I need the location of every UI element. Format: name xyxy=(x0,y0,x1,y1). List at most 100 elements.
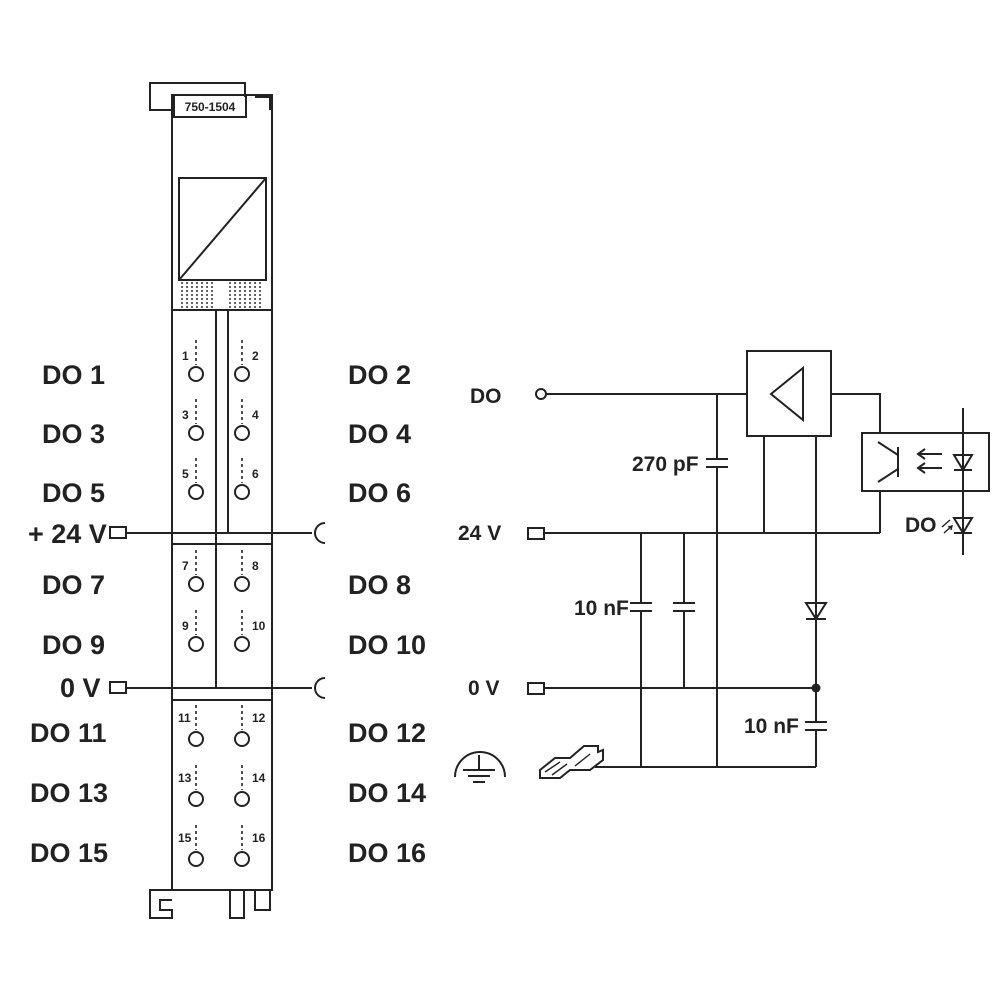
label-do13: DO 13 xyxy=(30,778,108,808)
svg-text:2: 2 xyxy=(252,349,259,363)
v0-jumper xyxy=(314,677,326,699)
svg-text:11: 11 xyxy=(178,711,191,725)
label-do16: DO 16 xyxy=(348,838,426,868)
svg-text:14: 14 xyxy=(252,771,266,785)
terminal-10[interactable]: 10 xyxy=(234,610,266,652)
cap-b-symbol xyxy=(673,602,695,612)
schematic: DO 24 V 0 V 270 pF 10 nF 10 nF DO xyxy=(454,350,990,783)
label-do11: DO 11 xyxy=(30,718,107,748)
label-do7: DO 7 xyxy=(42,570,105,600)
schematic-do-label: DO xyxy=(470,385,502,408)
label-do15: DO 15 xyxy=(30,838,108,868)
terminal-5[interactable]: 5 xyxy=(182,458,204,500)
converter-box xyxy=(178,177,267,281)
model-label: 750-1504 xyxy=(185,100,236,114)
din-rail-hatch xyxy=(544,753,591,776)
v24-terminal xyxy=(109,526,127,539)
left-labels: DO 1 DO 3 DO 5 + 24 V DO 7 DO 9 0 V DO 1… xyxy=(28,360,108,868)
cap-10nf-ground-label: 10 nF xyxy=(744,715,799,738)
schematic-0v-terminal xyxy=(527,682,545,695)
svg-text:10: 10 xyxy=(252,619,266,633)
cap-270pf-symbol xyxy=(706,458,728,468)
svg-text:15: 15 xyxy=(178,831,192,845)
terminal-2[interactable]: 2 xyxy=(234,340,259,382)
top-clip xyxy=(149,82,246,111)
top-clip-right xyxy=(255,96,271,110)
v0-terminal xyxy=(109,681,127,694)
schematic-24v-label: 24 V xyxy=(458,522,501,545)
protective-earth-icon xyxy=(454,751,506,783)
label-do2: DO 2 xyxy=(348,360,411,390)
svg-text:4: 4 xyxy=(252,408,259,422)
terminal-3[interactable]: 3 xyxy=(182,399,204,441)
label-do5: DO 5 xyxy=(42,478,105,508)
model-label-plate xyxy=(173,94,247,118)
converter-diagonal xyxy=(178,177,267,281)
schematic-24v-terminal xyxy=(527,527,545,540)
module-body: 750-1504 xyxy=(149,82,273,919)
svg-text:3: 3 xyxy=(182,408,189,422)
svg-text:5: 5 xyxy=(182,467,189,481)
terminals-left: 1 3 5 7 9 11 13 15 xyxy=(178,340,204,867)
cap-ground-symbol xyxy=(805,721,827,731)
svg-text:12: 12 xyxy=(252,711,266,725)
terminal-16[interactable]: 16 xyxy=(234,825,266,867)
right-labels: DO 2 DO 4 DO 6 DO 8 DO 10 DO 12 DO 14 DO… xyxy=(348,360,426,868)
led-light-rays-icon xyxy=(941,519,953,534)
comb-pins xyxy=(181,282,261,310)
driver-box xyxy=(746,350,832,437)
label-do1: DO 1 xyxy=(42,360,105,390)
terminal-14[interactable]: 14 xyxy=(234,765,266,807)
label-do6: DO 6 xyxy=(348,478,411,508)
label-do8: DO 8 xyxy=(348,570,411,600)
label-do12: DO 12 xyxy=(348,718,426,748)
terminal-12[interactable]: 12 xyxy=(234,705,266,747)
cap-10nf-supply-label: 10 nF xyxy=(574,597,629,620)
phototransistor-icon xyxy=(877,441,899,483)
terminal-6[interactable]: 6 xyxy=(234,458,259,500)
label-plus24v: + 24 V xyxy=(28,519,107,549)
label-0v: 0 V xyxy=(60,673,101,703)
terminal-15[interactable]: 15 xyxy=(178,825,204,867)
svg-text:6: 6 xyxy=(252,467,259,481)
din-rail-icon xyxy=(539,745,604,779)
label-do3: DO 3 xyxy=(42,419,105,449)
freewheel-diode-icon xyxy=(804,602,828,621)
terminal-7[interactable]: 7 xyxy=(182,550,204,592)
bottom-clip-left xyxy=(149,889,173,919)
light-arrows-icon xyxy=(916,448,942,474)
cap-270pf-label: 270 pF xyxy=(632,453,699,476)
cap-a-symbol xyxy=(630,602,652,612)
v24-jumper xyxy=(314,522,326,544)
led-diode-icon xyxy=(952,454,974,472)
supply-rails xyxy=(109,522,326,699)
do-input-node xyxy=(535,388,547,400)
terminal-1[interactable]: 1 xyxy=(182,340,204,382)
label-do14: DO 14 xyxy=(348,778,426,808)
terminal-13[interactable]: 13 xyxy=(178,765,204,807)
led-do-label: DO xyxy=(905,514,937,537)
terminal-11[interactable]: 11 xyxy=(178,705,204,747)
driver-opto-wire xyxy=(831,393,881,433)
schematic-0v-label: 0 V xyxy=(468,677,500,700)
terminal-9[interactable]: 9 xyxy=(182,610,204,652)
bottom-clip-right xyxy=(254,890,271,911)
bottom-clip-mid xyxy=(229,890,245,919)
terminal-4[interactable]: 4 xyxy=(234,399,259,441)
driver-triangle-icon xyxy=(769,365,804,423)
svg-text:9: 9 xyxy=(182,619,189,633)
opto-box xyxy=(861,432,990,492)
label-do10: DO 10 xyxy=(348,630,426,660)
terminal-8[interactable]: 8 xyxy=(234,550,259,592)
svg-text:1: 1 xyxy=(182,349,189,363)
svg-text:13: 13 xyxy=(178,771,192,785)
terminals-right: 2 4 6 8 10 12 14 16 xyxy=(234,340,266,867)
svg-text:8: 8 xyxy=(252,559,259,573)
svg-text:16: 16 xyxy=(252,831,266,845)
status-led-icon xyxy=(952,517,974,535)
svg-text:7: 7 xyxy=(182,559,189,573)
label-do4: DO 4 xyxy=(348,419,411,449)
label-do9: DO 9 xyxy=(42,630,105,660)
